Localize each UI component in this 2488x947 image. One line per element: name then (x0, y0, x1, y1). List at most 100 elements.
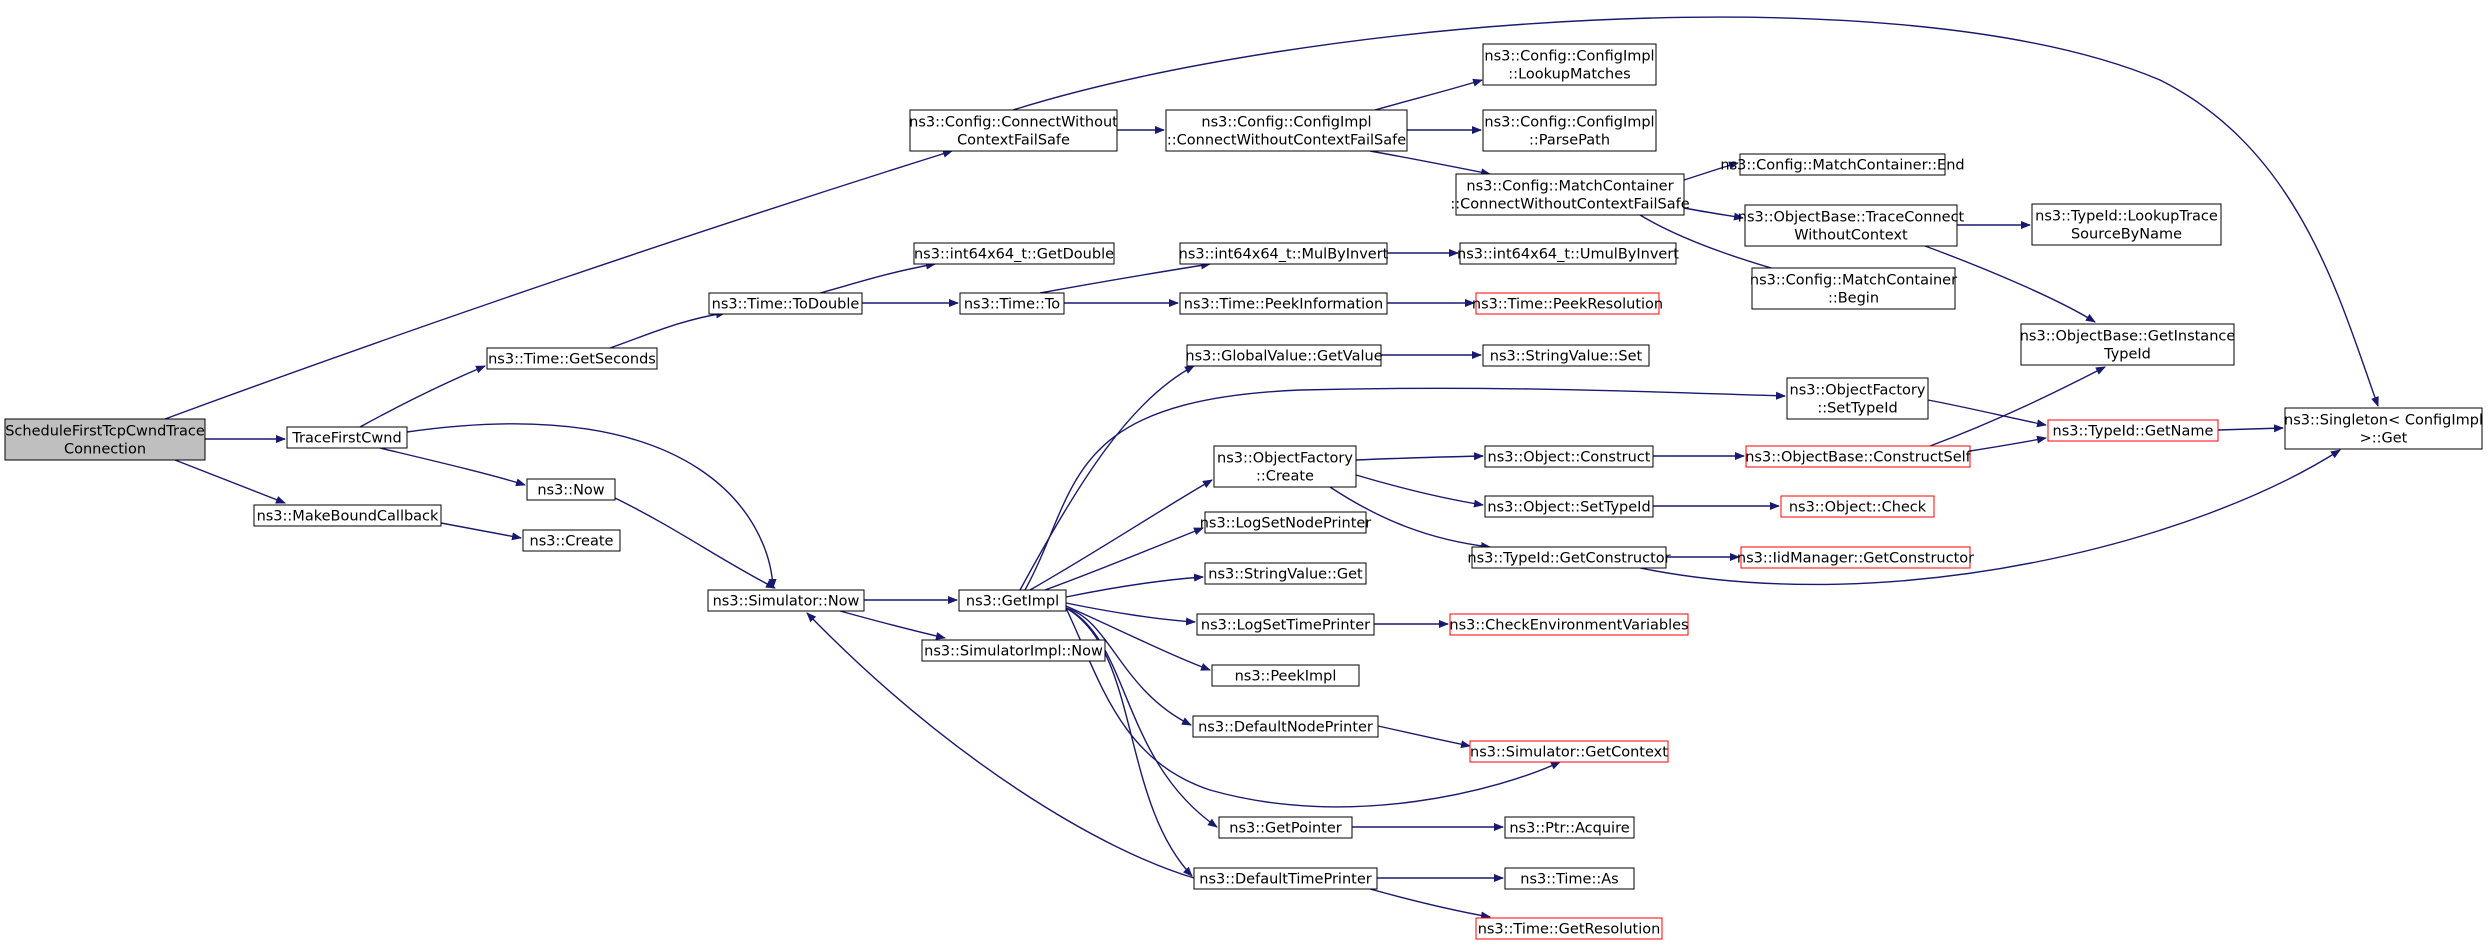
call-edge-cself-to-instance (1929, 366, 2106, 447)
node-ptr-acquire[interactable]: ns3::Ptr::Acquire (1504, 816, 1635, 839)
node-ns3-create[interactable]: ns3::Create (522, 529, 621, 552)
node-box (1193, 867, 1378, 890)
node-label: ns3::GetImpl (966, 594, 1059, 610)
node-sim-now[interactable]: ns3::Simulator::Now (707, 589, 865, 612)
node-default-time-printer[interactable]: ns3::DefaultTimePrinter (1193, 867, 1378, 890)
node-of-set-typeid[interactable]: ns3::ObjectFactory::SetTypeId (1786, 377, 1929, 420)
node-mc-end[interactable]: ns3::Config::MatchContainer::End (1720, 153, 1965, 176)
node-get-double[interactable]: ns3::int64x64_t::GetDouble (913, 242, 1115, 265)
node-parse-path[interactable]: ns3::Config::ConfigImpl::ParsePath (1482, 109, 1657, 152)
node-check-env[interactable]: ns3::CheckEnvironmentVariables (1449, 613, 1689, 636)
call-edge-ofset-to-getname (1927, 399, 2047, 428)
node-trace-connect[interactable]: ns3::ObjectBase::TraceConnectWithoutCont… (1738, 204, 1965, 247)
node-label: ns3::Config::ConfigImpl (1484, 115, 1654, 131)
call-edge-dnp-to-ctx (1377, 725, 1471, 749)
node-ns3-now[interactable]: ns3::Now (526, 478, 616, 501)
node-iid-get-constructor[interactable]: ns3::IidManager::GetConstructor (1737, 546, 1974, 569)
call-edge-ofcreate-to-settypeid (1355, 474, 1484, 508)
node-umul-by-invert[interactable]: ns3::int64x64_t::UmulByInvert (1457, 242, 1679, 265)
node-peek-information[interactable]: ns3::Time::PeekInformation (1179, 292, 1388, 315)
node-label: ::ParsePath (1529, 133, 1610, 149)
node-obj-check[interactable]: ns3::Object::Check (1780, 495, 1935, 518)
node-get-impl[interactable]: ns3::GetImpl (958, 589, 1067, 612)
node-of-create[interactable]: ns3::ObjectFactory::Create (1213, 445, 1357, 488)
node-box (1482, 344, 1650, 367)
node-time-as[interactable]: ns3::Time::As (1504, 867, 1635, 890)
node-global-get-value[interactable]: ns3::GlobalValue::GetValue (1185, 344, 1383, 367)
node-label: ::ConnectWithoutContextFailSafe (1167, 133, 1406, 149)
call-edge-getctor-to-singleton (1639, 449, 2341, 586)
node-typeid-get-name[interactable]: ns3::TypeId::GetName (2047, 419, 2219, 442)
node-construct-self[interactable]: ns3::ObjectBase::ConstructSelf (1745, 445, 1972, 468)
node-mc-cwcfs[interactable]: ns3::Config::MatchContainer::ConnectWith… (1450, 173, 1690, 216)
node-mul-by-invert[interactable]: ns3::int64x64_t::MulByInvert (1179, 242, 1389, 265)
node-log-set-time-printer[interactable]: ns3::LogSetTimePrinter (1196, 613, 1375, 636)
node-singleton-get[interactable]: ns3::Singleton< ConfigImpl >::Get (2284, 407, 2483, 450)
call-edge-mbc-to-create (440, 522, 522, 541)
node-label: ::LookupMatches (1508, 67, 1630, 83)
node-label: ns3::Simulator::Now (713, 594, 860, 610)
call-edge-root-to-cwcfs (164, 149, 953, 420)
call-edge-getimpl-to-ofcreate (1029, 479, 1213, 591)
node-label: ns3::Object::SetTypeId (1487, 500, 1650, 516)
call-edge-tfc-to-getsec (359, 365, 486, 428)
node-get-seconds[interactable]: ns3::Time::GetSeconds (486, 347, 658, 370)
node-box (2284, 407, 2483, 450)
node-impl-cwcfs[interactable]: ns3::Config::ConfigImpl::ConnectWithoutC… (1165, 109, 1408, 152)
call-edge-impl-to-lookup (1374, 78, 1483, 111)
node-box (707, 589, 865, 612)
node-trace-first-cwnd[interactable]: TraceFirstCwnd (286, 426, 408, 449)
call-edge-cself-to-getname (1969, 435, 2047, 452)
node-to-double[interactable]: ns3::Time::ToDouble (708, 292, 863, 315)
node-box (1780, 495, 1935, 518)
node-connect-wcfs[interactable]: ns3::Config::ConnectWithoutContextFailSa… (909, 109, 1118, 152)
node-log-set-node-printer[interactable]: ns3::LogSetNodePrinter (1200, 511, 1372, 534)
node-get-pointer[interactable]: ns3::GetPointer (1218, 816, 1353, 839)
node-string-set[interactable]: ns3::StringValue::Set (1482, 344, 1650, 367)
node-box (1744, 204, 1958, 247)
node-label: ns3::Config::ConfigImpl (1201, 115, 1371, 131)
node-label: ns3::MakeBoundCallback (257, 509, 439, 525)
call-edge-simnow-to-simimplnow (839, 610, 946, 640)
node-label: SourceByName (2071, 227, 2182, 243)
node-label: ns3::DefaultTimePrinter (1199, 872, 1371, 888)
node-label: Connection (64, 442, 146, 458)
call-edge-getimpl-to-dnp (1065, 607, 1192, 726)
node-label: ns3::int64x64_t::UmulByInvert (1457, 247, 1679, 263)
node-default-node-printer[interactable]: ns3::DefaultNodePrinter (1192, 715, 1379, 738)
node-box (286, 426, 408, 449)
node-box (522, 529, 621, 552)
call-edge-getimpl-to-sget (1065, 573, 1204, 598)
node-label: ns3::GlobalValue::GetValue (1185, 349, 1382, 365)
node-simimpl-now[interactable]: ns3::SimulatorImpl::Now (921, 639, 1106, 662)
node-time-get-resolution[interactable]: ns3::Time::GetResolution (1475, 917, 1663, 940)
node-peek-impl[interactable]: ns3::PeekImpl (1211, 664, 1360, 687)
node-lookup-matches[interactable]: ns3::Config::ConfigImpl::LookupMatches (1482, 43, 1657, 86)
node-label: ns3::StringValue::Get (1208, 567, 1363, 583)
node-make-bound-cb[interactable]: ns3::MakeBoundCallback (253, 504, 442, 527)
node-label: ns3::Time::PeekInformation (1184, 297, 1383, 313)
node-sim-get-context[interactable]: ns3::Simulator::GetContext (1469, 740, 1669, 763)
node-label: ns3::int64x64_t::MulByInvert (1179, 247, 1389, 263)
call-edge-todouble-to-getdouble (819, 261, 936, 294)
node-label: ns3::Singleton< ConfigImpl (2284, 413, 2483, 429)
node-peek-resolution[interactable]: ns3::Time::PeekResolution (1472, 292, 1663, 315)
node-mc-begin[interactable]: ns3::Config::MatchContainer::Begin (1750, 267, 1957, 310)
node-label: ns3::Simulator::GetContext (1470, 745, 1668, 761)
node-label: ScheduleFirstTcpCwndTrace (5, 424, 205, 440)
node-string-get[interactable]: ns3::StringValue::Get (1204, 562, 1367, 585)
node-box (708, 292, 863, 315)
call-edge-root-to-mbc (174, 459, 286, 504)
node-typeid-get-constructor[interactable]: ns3::TypeId::GetConstructor (1467, 546, 1671, 569)
node-box (1455, 173, 1685, 216)
node-obj-set-typeid[interactable]: ns3::Object::SetTypeId (1484, 495, 1654, 518)
call-edge-now-to-simnow (614, 497, 776, 589)
node-label: ns3::Config::MatchContainer::End (1720, 158, 1964, 174)
call-edge-getimpl-to-gvgv (1019, 365, 1195, 591)
node-obj-construct[interactable]: ns3::Object::Construct (1484, 445, 1654, 468)
node-time-to[interactable]: ns3::Time::To (959, 292, 1065, 315)
